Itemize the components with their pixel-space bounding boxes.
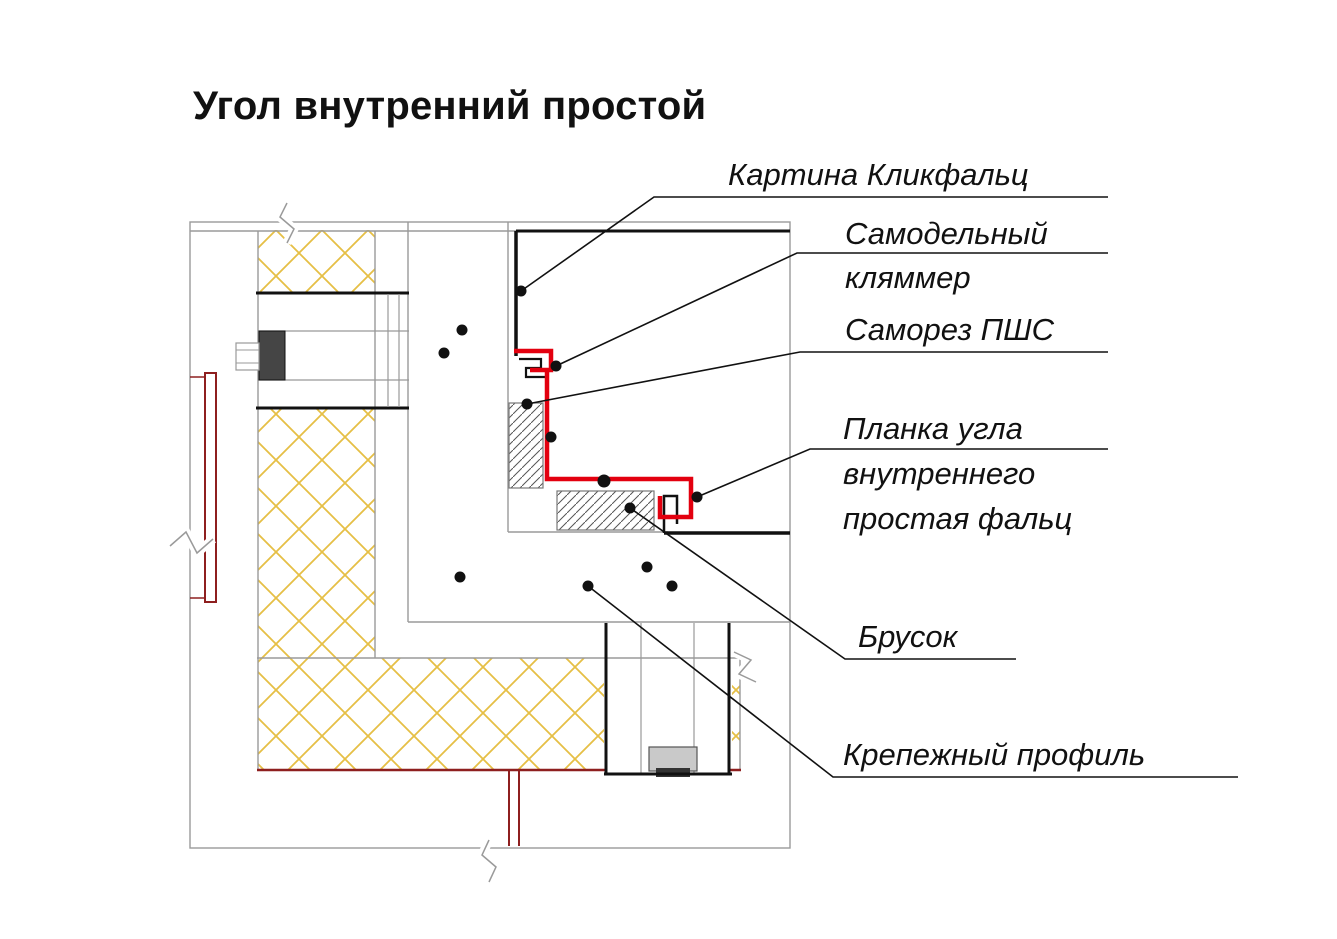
left-membrane-profile: [204, 372, 217, 603]
wood-bar-vertical: [508, 402, 544, 489]
fastener-dots: [438, 324, 678, 592]
callout-krepezh: Крепежный профиль: [843, 737, 1146, 772]
callout-planka-line2: внутреннего: [843, 456, 1036, 491]
trim-top-hook: [514, 348, 554, 373]
callout-klyammer-line1: Самодельный: [845, 216, 1048, 251]
callout-samorez: Саморез ПШС: [845, 312, 1055, 347]
leader-krepezh: [587, 585, 1238, 778]
fastening-profile-left: [235, 291, 409, 410]
dot-klyammer: [550, 360, 562, 372]
break-marks: [167, 200, 759, 884]
left-profile-bracket: [258, 330, 286, 381]
callout-brusok: Брусок: [858, 619, 958, 654]
leader-samorez: [526, 351, 1108, 405]
inner-corner-trim: [514, 348, 694, 520]
leader-klyammer: [555, 252, 1108, 367]
callout-target-dots: [515, 285, 703, 592]
dot-krepezh: [582, 580, 594, 592]
dot-brusok: [624, 502, 636, 514]
callout-planka-line3: простая фальц: [843, 501, 1073, 536]
dot-planka: [691, 491, 703, 503]
dot-kartina: [515, 285, 527, 297]
fastening-profile-bottom: [604, 623, 732, 777]
wood-bars: [508, 402, 655, 531]
callout-klyammer-line2: кляммер: [845, 260, 971, 295]
leader-brusok: [629, 507, 1016, 660]
trim-body: [544, 370, 694, 520]
left-profile-anchor: [235, 342, 260, 371]
callout-planka-line1: Планка угла: [843, 411, 1023, 446]
membrane-lines: [190, 372, 741, 846]
dot-samorez: [521, 398, 533, 410]
callout-leaders: [520, 196, 1238, 778]
callout-kartina-klikfalts: Картина Кликфальц: [728, 157, 1029, 192]
leader-kartina: [520, 196, 1108, 292]
panel-seam-fold: [662, 494, 679, 533]
diagram-title: Угол внутренний простой: [193, 84, 707, 128]
leader-planka: [696, 448, 1108, 498]
wood-bar-horizontal: [556, 490, 655, 531]
bottom-profile-bracket: [648, 746, 698, 772]
